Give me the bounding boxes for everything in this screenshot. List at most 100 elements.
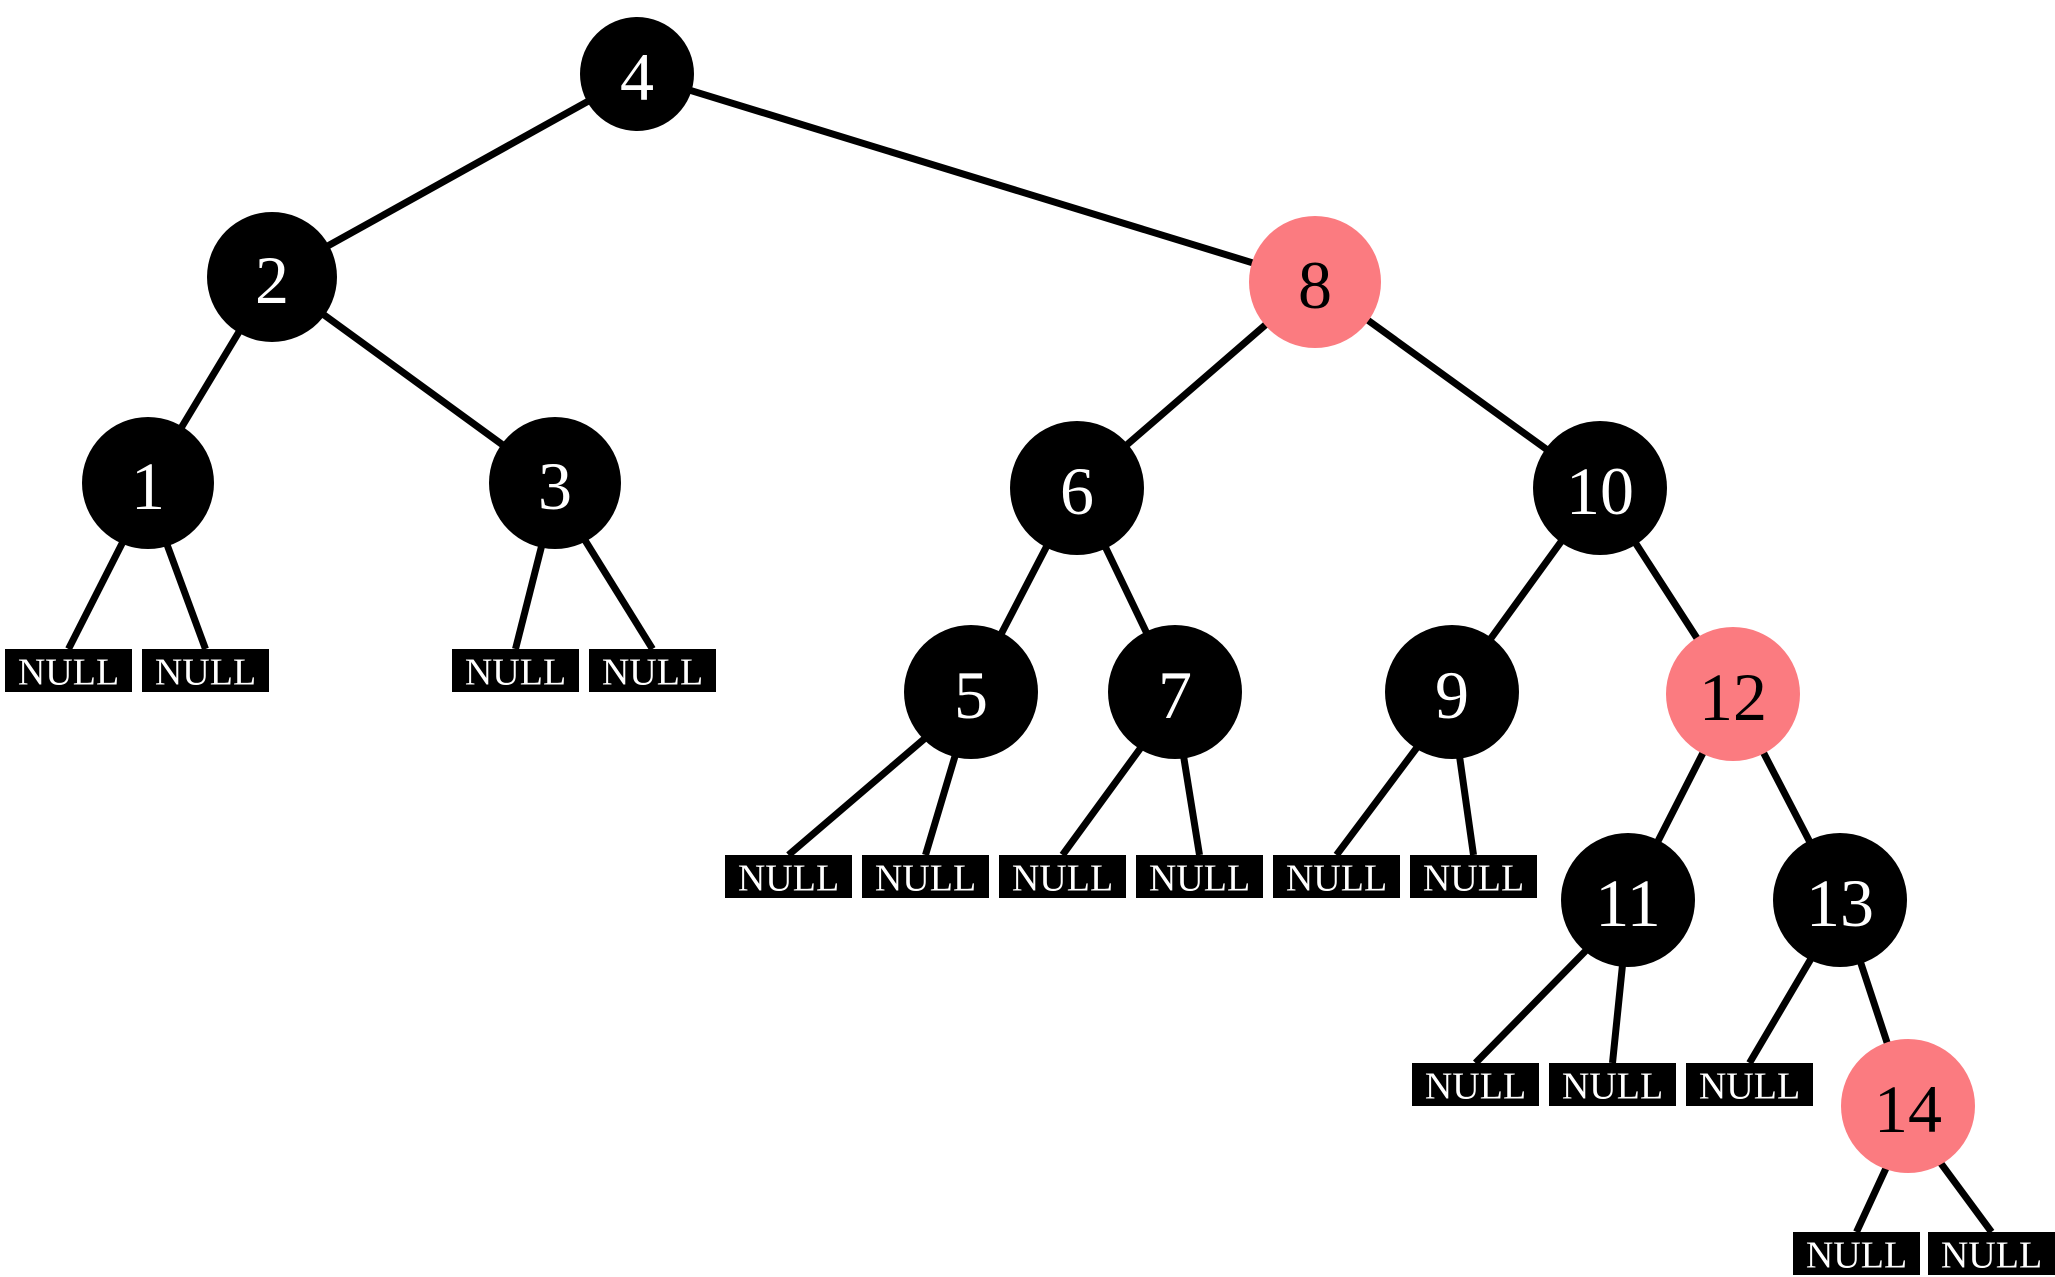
null-leaf-box	[1686, 1063, 1813, 1106]
tree-node-13[interactable]: 13	[1773, 833, 1907, 967]
tree-node-6[interactable]: 6	[1010, 421, 1144, 555]
null-leaf-box	[452, 649, 579, 692]
tree-edge	[786, 734, 929, 858]
node-circle-black[interactable]	[1385, 625, 1519, 759]
tree-node-5[interactable]: 5	[904, 625, 1038, 759]
null-leaf: NULL	[1410, 855, 1537, 900]
tree-edge	[996, 542, 1052, 638]
node-circle-black[interactable]	[82, 417, 214, 549]
node-circle-black[interactable]	[1533, 421, 1667, 555]
null-leaf: NULL	[725, 855, 852, 900]
null-leaf-box	[1549, 1063, 1676, 1106]
tree-edge	[1059, 743, 1146, 858]
node-circle-red[interactable]	[1841, 1039, 1975, 1173]
tree-edge	[1631, 539, 1702, 643]
tree-node-3[interactable]: 3	[489, 417, 621, 549]
null-leaf-label: NULL	[1149, 858, 1250, 900]
null-leaf-box	[999, 855, 1126, 898]
node-circle-black[interactable]	[1561, 833, 1695, 967]
null-leaf-box	[725, 855, 852, 898]
tree-node-11[interactable]: 11	[1561, 833, 1695, 967]
node-circle-black[interactable]	[580, 17, 694, 131]
null-leaf-label: NULL	[1941, 1235, 2042, 1277]
null-leaf: NULL	[1793, 1232, 1920, 1277]
null-leaf: NULL	[1273, 855, 1400, 900]
tree-edge	[1101, 543, 1151, 637]
tree-edge	[1333, 743, 1422, 858]
node-label: 2	[255, 242, 289, 318]
node-circle-black[interactable]	[207, 212, 337, 342]
node-label: 11	[1595, 865, 1660, 941]
node-label: 12	[1699, 659, 1767, 735]
null-leaf-box	[862, 855, 989, 898]
tree-edge	[319, 310, 507, 450]
null-leaf: NULL	[5, 649, 132, 694]
tree-node-1[interactable]: 1	[82, 417, 214, 549]
tree-node-8[interactable]: 8	[1249, 216, 1381, 348]
tree-edge	[1455, 754, 1477, 856]
node-circle-red[interactable]	[1249, 216, 1381, 348]
tree-edge	[512, 542, 546, 650]
tree-edge	[1609, 962, 1627, 1064]
tree-edge	[1653, 748, 1708, 846]
tree-edge	[1758, 748, 1815, 846]
null-leaf: NULL	[452, 649, 579, 694]
tree-node-9[interactable]: 9	[1385, 625, 1519, 759]
node-label: 7	[1158, 657, 1192, 733]
null-leaf-label: NULL	[1806, 1235, 1907, 1277]
node-circle-black[interactable]	[489, 417, 621, 549]
null-leaf-box	[1273, 855, 1400, 898]
node-circle-black[interactable]	[1773, 833, 1907, 967]
tree-node-7[interactable]: 7	[1108, 625, 1242, 759]
null-leaf: NULL	[1686, 1063, 1813, 1108]
null-leaf: NULL	[862, 855, 989, 900]
tree-edge	[1486, 536, 1566, 644]
node-label: 14	[1874, 1071, 1942, 1147]
tree-node-10[interactable]: 10	[1533, 421, 1667, 555]
null-leaf-box	[1793, 1232, 1920, 1275]
null-leaf-label: NULL	[1425, 1066, 1526, 1108]
null-leaf-label: NULL	[1423, 858, 1524, 900]
node-label: 6	[1060, 453, 1094, 529]
null-leaf: NULL	[999, 855, 1126, 900]
tree-edge	[1179, 753, 1203, 856]
edges-layer	[65, 86, 1995, 1235]
tree-edge	[1936, 1158, 1995, 1235]
null-leaf: NULL	[589, 649, 716, 694]
null-leaf: NULL	[1136, 855, 1263, 900]
null-leaf-label: NULL	[155, 652, 256, 694]
tree-edge	[922, 752, 960, 857]
null-leaf-box	[142, 649, 269, 692]
tree-node-2[interactable]: 2	[207, 212, 337, 342]
node-label: 1	[131, 448, 165, 524]
null-leaf-box	[589, 649, 716, 692]
null-leaf: NULL	[1928, 1232, 2055, 1277]
null-leaf-box	[1410, 855, 1537, 898]
node-label: 3	[538, 448, 572, 524]
tree-edge	[1746, 954, 1816, 1065]
tree-node-4[interactable]: 4	[580, 17, 694, 131]
node-label: 13	[1806, 865, 1874, 941]
null-leaf-label: NULL	[1699, 1066, 1800, 1108]
tree-edge	[1856, 958, 1892, 1048]
null-leaf-box	[1412, 1063, 1539, 1106]
null-leaf: NULL	[142, 649, 269, 694]
node-circle-black[interactable]	[1108, 625, 1242, 759]
null-leaves-layer: NULL NULL NULL NULL NULL NULL NULL NULL NULL NULL…	[5, 649, 2055, 1277]
node-circle-black[interactable]	[904, 625, 1038, 759]
null-leaf-box	[5, 649, 132, 692]
tree-node-12[interactable]: 12	[1666, 627, 1800, 761]
node-circle-red[interactable]	[1666, 627, 1800, 761]
null-leaf-label: NULL	[875, 858, 976, 900]
node-circle-black[interactable]	[1010, 421, 1144, 555]
tree-edge	[162, 541, 209, 651]
node-label: 9	[1435, 657, 1469, 733]
tree-edge	[176, 327, 244, 432]
null-leaf-label: NULL	[602, 652, 703, 694]
tree-edge	[1122, 319, 1271, 450]
tree-node-14[interactable]: 14	[1841, 1039, 1975, 1173]
tree-edge	[1853, 1164, 1891, 1234]
